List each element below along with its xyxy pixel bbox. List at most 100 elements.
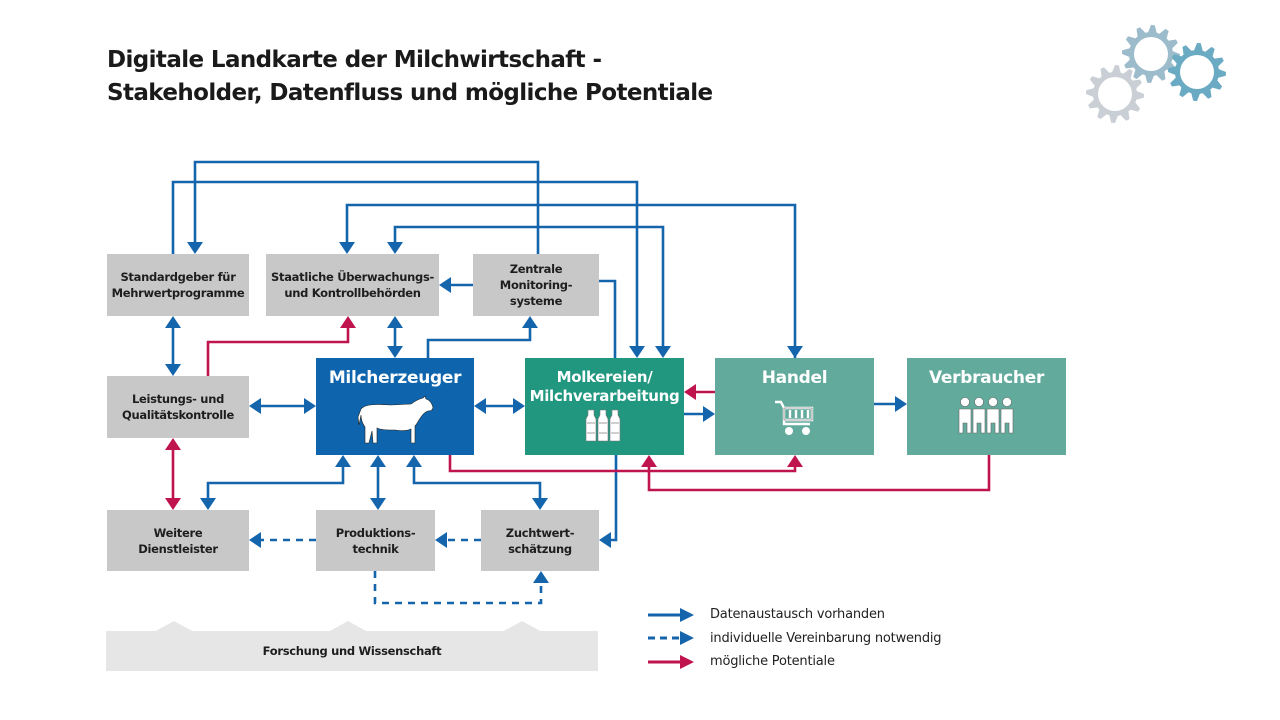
connector-milcherzeuger-weitere-arrowhead (200, 498, 216, 510)
connector-milcherzeuger-produktion-arrowhead (370, 498, 386, 510)
connector-milcherzeuger-zuchtwert-arrowhead (406, 455, 422, 467)
node-produktion[interactable]: Produktions- technik (316, 510, 435, 571)
solid-blue-arrow-icon (648, 607, 694, 622)
connector-molkereien-zuchtwert-arrowhead (599, 532, 611, 548)
legend: Datenaustausch vorhanden individuelle Ve… (648, 603, 942, 674)
connector-leistungs-weitere-arrowhead (165, 498, 181, 510)
connector-molkereien-staatliche-arrowhead (387, 242, 403, 254)
connector-zentrale-standardgeber (193, 160, 540, 254)
node-label-line: Milchverarbeitung (529, 387, 680, 405)
connector-molkereien-staatliche-tail-arrowhead (655, 346, 671, 358)
node-label-line: Leistungs- und (131, 392, 225, 406)
node-label-line: und Kontrollbehörden (284, 286, 421, 300)
connector-molkereien-zuchtwert (611, 455, 618, 542)
research-band-peaks (154, 621, 542, 632)
connector-zentrale-staatliche-arrowhead (439, 277, 451, 293)
connector-molkereien-handel-arrowhead (703, 406, 715, 422)
connector-standardgeber-molkereien (171, 180, 639, 346)
node-forschung[interactable]: Forschung und Wissenschaft (106, 631, 598, 671)
title-line-2: Stakeholder, Datenfluss und mögliche Pot… (107, 80, 713, 106)
node-label-line: technik (352, 541, 399, 556)
node-label-line: Molkereien/ (556, 368, 653, 386)
gear-icon (1122, 25, 1180, 83)
connector-milcherzeuger-weitere (206, 467, 345, 498)
connector-standardgeber-leistungs-arrowhead (165, 364, 181, 376)
connector-milcherzeuger-zentrale (426, 328, 532, 358)
connector-leistungs-weitere-arrowhead (165, 438, 181, 450)
node-label-line: Qualitätskontrolle (122, 408, 234, 422)
node-label-line: Zuchtwert- (505, 525, 575, 540)
connector-produktion-zuchtwert-arrowhead (533, 571, 549, 583)
title-line-1: Digitale Landkarte der Milchwirtschaft - (107, 47, 602, 73)
node-label-line: Zentrale (509, 262, 563, 276)
node-label-line: Mehrwertprogramme (111, 286, 245, 300)
connector-verbraucher-molkereien (647, 455, 991, 492)
connector-zentrale-standardgeber-arrowhead (187, 242, 203, 254)
node-milcherzeuger[interactable]: Milcherzeuger (316, 358, 474, 455)
connector-leistungs-staatliche (206, 328, 350, 376)
connector-molkereien-staatliche (393, 225, 665, 346)
node-zuchtwert[interactable]: Zuchtwert- schätzung (481, 510, 599, 571)
node-label-line: systeme (509, 294, 563, 308)
connector-leistungs-milcherzeuger-arrowhead (249, 398, 261, 414)
connector-handel-molkereien-arrowhead (684, 384, 696, 400)
node-label: Handel (761, 368, 828, 388)
connector-leistungs-milcherzeuger-arrowhead (304, 398, 316, 414)
node-label-line: Standardgeber für (120, 270, 236, 284)
connector-produktion-weitere-arrowhead (249, 532, 261, 548)
dashed-blue-arrow-icon (648, 631, 694, 646)
connector-handel-staatliche-arrowhead (339, 242, 355, 254)
gear-icon (1168, 43, 1226, 101)
node-zentrale[interactable]: Zentrale Monitoring- systeme (473, 254, 599, 316)
gears-icon (1086, 25, 1226, 123)
legend-label: mögliche Potentiale (710, 654, 835, 670)
connector-milcherzeuger-weitere-arrowhead (335, 455, 351, 467)
node-label-line: Monitoring- (499, 278, 573, 292)
people-icon (958, 397, 1013, 434)
node-label: Milcherzeuger (328, 368, 462, 388)
legend-label: individuelle Vereinbarung notwendig (710, 630, 942, 646)
node-molkereien[interactable]: Molkereien/ Milchverarbeitung (525, 358, 684, 455)
node-label-line: Dienstleister (138, 541, 218, 556)
gear-icon (1086, 65, 1144, 123)
milk-bottles-icon (585, 409, 620, 442)
connector-milcherzeuger-zuchtwert-arrowhead (532, 498, 548, 510)
node-label-line: schätzung (508, 541, 572, 556)
node-label-line: Produktions- (335, 525, 416, 540)
connector-leistungs-staatliche-arrowhead (340, 316, 356, 328)
connector-staatliche-milcherzeuger-arrowhead (387, 346, 403, 358)
connector-zentrale-molkereien (599, 279, 617, 358)
connector-verbraucher-molkereien-arrowhead (641, 455, 657, 467)
legend-label: Datenaustausch vorhanden (710, 607, 885, 623)
node-staatliche[interactable]: Staatliche Überwachungs- und Kontrollbeh… (266, 254, 439, 316)
connector-milcherzeuger-molkereien-arrowhead (474, 398, 486, 414)
node-leistungs[interactable]: Leistungs- und Qualitätskontrolle (107, 376, 249, 438)
connector-staatliche-milcherzeuger-arrowhead (387, 316, 403, 328)
connector-handel-staatliche (345, 203, 797, 358)
connector-milcherzeuger-handel (448, 455, 797, 473)
node-label-line: Weitere (153, 525, 203, 540)
connector-milcherzeuger-produktion-arrowhead (370, 455, 386, 467)
connector-milcherzeuger-zentrale-arrowhead (522, 316, 538, 328)
connector-handel-staatliche-tail-arrowhead (787, 346, 803, 358)
node-weitere[interactable]: Weitere Dienstleister (107, 510, 249, 571)
legend-item-individual-agreement: individuelle Vereinbarung notwendig (648, 627, 942, 651)
connector-standardgeber-molkereien-arrowhead (629, 346, 645, 358)
page-title: Digitale Landkarte der Milchwirtschaft -… (107, 44, 713, 110)
legend-item-data-exchange: Datenaustausch vorhanden (648, 603, 941, 627)
legend-item-potential: mögliche Potentiale (648, 650, 941, 674)
connector-zuchtwert-produktion-arrowhead (435, 532, 447, 548)
cow-icon (357, 395, 434, 444)
solid-red-arrow-icon (648, 654, 694, 669)
shopping-cart-icon (774, 400, 813, 435)
connector-milcherzeuger-handel-arrowhead (787, 455, 803, 467)
node-handel[interactable]: Handel (715, 358, 874, 455)
node-verbraucher[interactable]: Verbraucher (907, 358, 1066, 455)
connector-handel-verbraucher-arrowhead (895, 396, 907, 412)
node-label-line: Staatliche Überwachungs- (271, 270, 434, 284)
connector-standardgeber-leistungs-arrowhead (165, 316, 181, 328)
node-standardgeber[interactable]: Standardgeber für Mehrwertprogramme (107, 254, 249, 316)
node-label: Verbraucher (928, 368, 1045, 388)
node-label: Forschung und Wissenschaft (262, 644, 442, 658)
